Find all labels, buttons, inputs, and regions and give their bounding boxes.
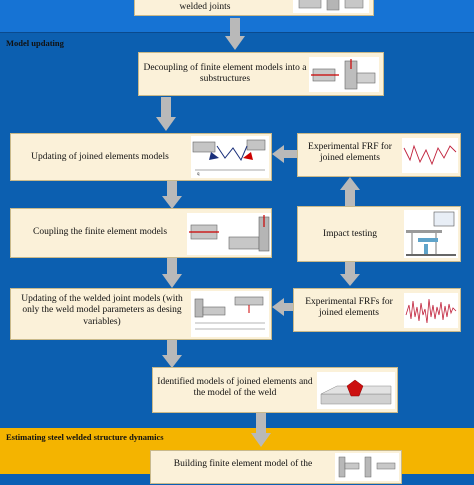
box-updating-welded: Updating of the welded joint models (wit…: [10, 288, 272, 340]
arrow-to-coupling: [162, 181, 182, 209]
arrow-impact-to-frfs: [340, 262, 360, 286]
box-updating-welded-label: Updating of the welded joint models (wit…: [21, 294, 183, 327]
box-decoupling-label: Decoupling of finite element models into…: [143, 63, 307, 85]
frfs-plot-image: [404, 293, 458, 328]
welded-joint-image: [293, 0, 369, 13]
arrow-to-identified: [162, 340, 182, 368]
section-label-estimating: Estimating steel welded structure dynami…: [6, 432, 164, 442]
arrow-frfs-to-updating-welded: [272, 298, 293, 316]
joined-models-image: q: [191, 136, 269, 178]
frf-plot-image: [402, 138, 458, 173]
impact-testing-setup-image: [404, 210, 458, 258]
welded-joint-models-image: [191, 291, 269, 337]
box-welded-joints-label: welded joints: [179, 2, 231, 12]
arrow-to-building: [251, 413, 271, 447]
box-coupling: Coupling the finite element models: [10, 208, 272, 258]
box-experimental-frf-label: Experimental FRF for joined elements: [308, 142, 392, 164]
section-label-model-updating: Model updating: [6, 38, 64, 48]
box-updating-joined-label: Updating of joined elements models: [31, 152, 169, 162]
box-decoupling: Decoupling of finite element models into…: [138, 52, 384, 96]
box-updating-joined: Updating of joined elements models q: [10, 133, 272, 181]
weld-model-image: [317, 372, 395, 409]
coupled-models-image: [187, 213, 271, 255]
box-building-model: Building finite element model of the: [150, 450, 402, 484]
box-identified-models: Identified models of joined elements and…: [152, 367, 398, 413]
box-experimental-frfs: Experimental FRFs for joined elements: [293, 288, 461, 332]
box-building-model-label: Building finite element model of the: [173, 459, 313, 469]
box-welded-joints: welded joints: [134, 0, 374, 16]
box-impact-testing: Impact testing: [297, 206, 461, 262]
box-identified-models-label: Identified models of joined elements and…: [157, 377, 313, 399]
box-impact-testing-label: Impact testing: [322, 229, 378, 239]
arrow-to-updating-welded: [162, 258, 182, 288]
box-coupling-label: Coupling the finite element models: [32, 227, 168, 237]
arrow-to-decoupling: [225, 18, 245, 50]
arrow-impact-to-frf: [340, 177, 360, 206]
box-experimental-frf: Experimental FRF for joined elements: [297, 133, 461, 177]
arrow-to-updating-joined: [156, 97, 176, 131]
decoupled-models-image: [309, 57, 379, 92]
welded-structure-image: [335, 453, 399, 481]
box-experimental-frfs-label: Experimental FRFs for joined elements: [305, 297, 393, 319]
arrow-frf-to-updating: [272, 145, 297, 163]
svg-text:q: q: [197, 171, 200, 176]
